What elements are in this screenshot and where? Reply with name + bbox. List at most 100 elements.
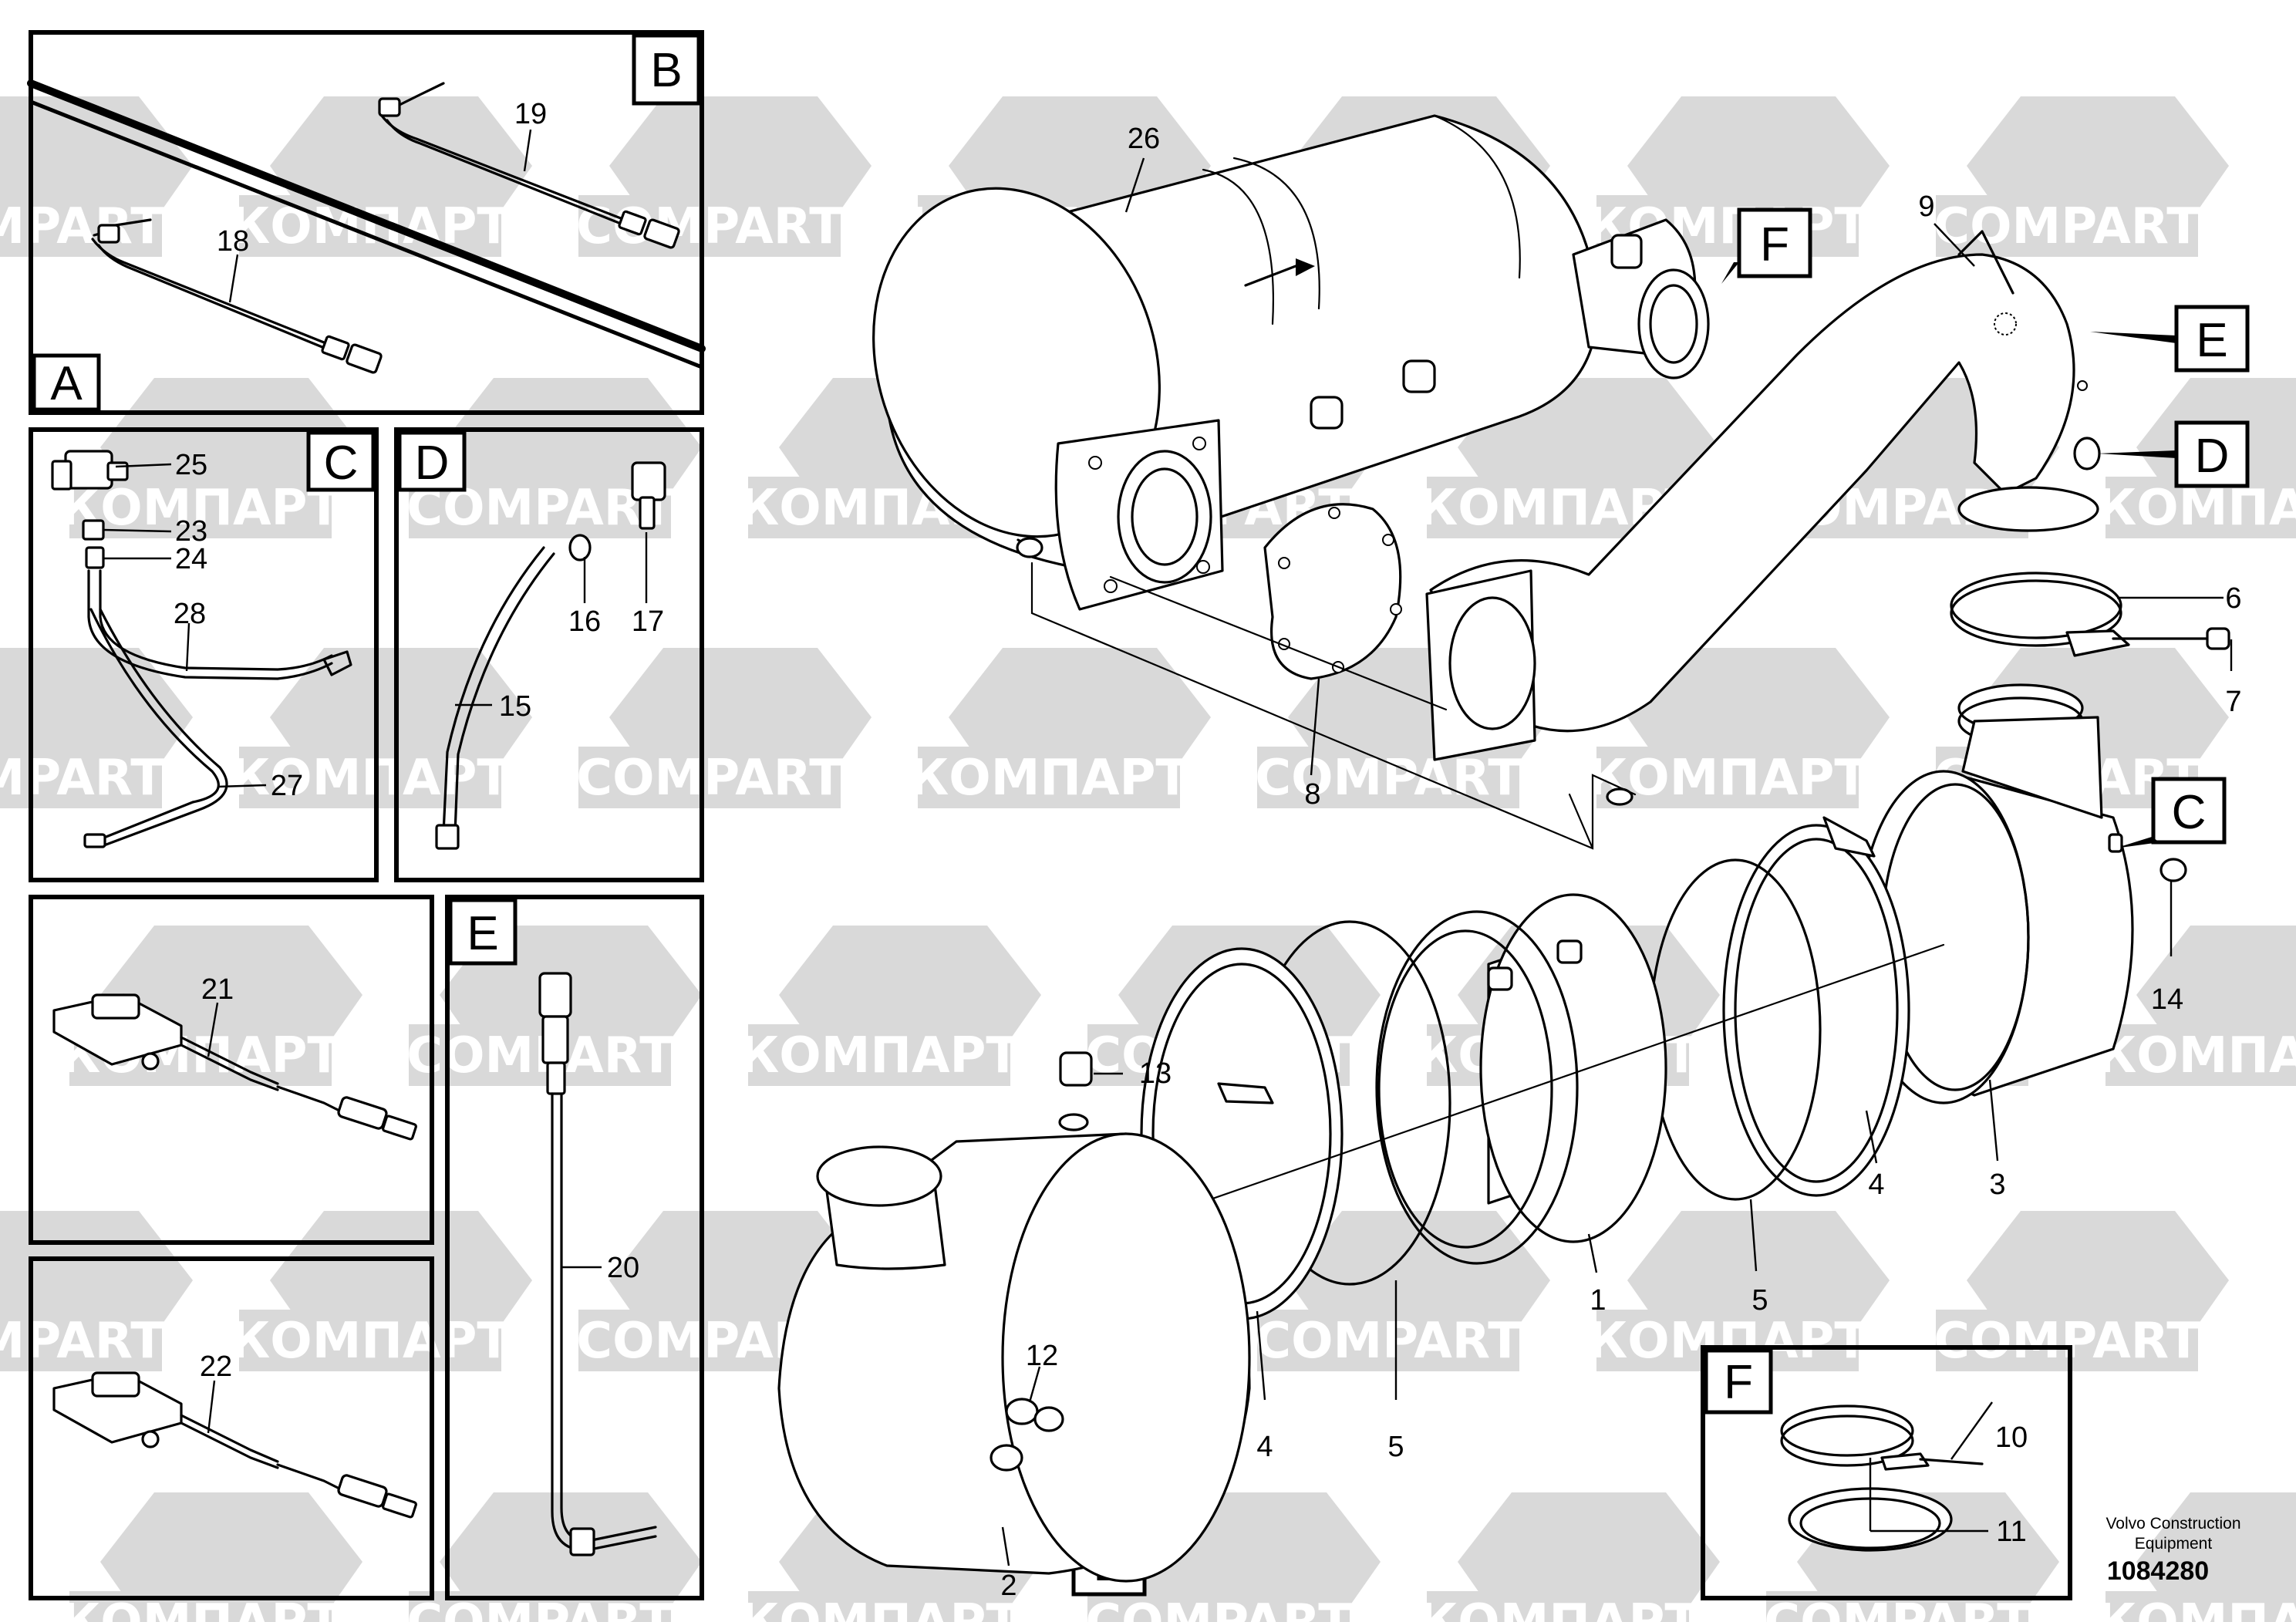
watermark-text: КОМПАРТ bbox=[2096, 1594, 2296, 1622]
watermark-tile: COMPART bbox=[576, 96, 872, 257]
callout-6: 6 bbox=[2225, 582, 2241, 615]
detail-label-B: B bbox=[650, 44, 682, 97]
footer-company-line1: Volvo Construction bbox=[2106, 1515, 2240, 1533]
callout-19: 19 bbox=[514, 98, 547, 130]
watermark-text: КОМПАРТ bbox=[1418, 1594, 1698, 1622]
callout-2: 2 bbox=[1000, 1570, 1017, 1602]
watermark-tile: КОМПАРТ bbox=[60, 1492, 362, 1622]
callout-14: 14 bbox=[2151, 983, 2183, 1016]
callout-22: 22 bbox=[200, 1351, 232, 1383]
detail-label-F: F bbox=[1724, 1356, 1753, 1409]
callout-27: 27 bbox=[271, 770, 303, 802]
watermark-text: COMPART bbox=[1934, 198, 2200, 255]
watermark-tile: КОМПАРТ bbox=[909, 648, 1211, 808]
label-box-E-panel: E bbox=[448, 898, 518, 966]
watermark-tile: COMPART bbox=[0, 648, 193, 808]
document-footer: Volvo Construction Equipment 1084280 bbox=[2106, 1515, 2240, 1586]
aftertreatment-canister-drawing bbox=[1059, 716, 2187, 1320]
callout-21: 21 bbox=[201, 973, 234, 1006]
callout-numbers: 18 19 25 23 24 28 27 15 16 17 21 22 20 2… bbox=[174, 98, 2242, 1602]
label-box-F-panel: F bbox=[1704, 1348, 1773, 1415]
watermark-text: COMPART bbox=[1085, 1594, 1352, 1622]
watermark-text: КОМПАРТ bbox=[909, 750, 1189, 807]
watermark-text: КОМПАРТ bbox=[230, 1313, 511, 1370]
document-number: 1084280 bbox=[2107, 1556, 2209, 1586]
detail-panels bbox=[27, 30, 2072, 1600]
detail-label-E: E bbox=[467, 907, 498, 960]
detail-label-C: C bbox=[324, 437, 359, 490]
watermark-text: КОМПАРТ bbox=[2096, 480, 2296, 537]
watermark-text: КОМПАРТ bbox=[230, 750, 511, 807]
callout-23: 23 bbox=[175, 515, 207, 548]
silencer-26-drawing bbox=[872, 114, 1710, 611]
svg-text:E: E bbox=[2196, 314, 2227, 367]
label-box-C-panel: C bbox=[306, 430, 376, 492]
callout-1: 1 bbox=[1590, 1284, 1606, 1317]
muffler-2-drawing bbox=[777, 1113, 1251, 1583]
watermark-tile: COMPART bbox=[1934, 96, 2229, 257]
watermark-text: КОМПАРТ bbox=[2096, 1027, 2296, 1084]
callout-11: 11 bbox=[1996, 1516, 2026, 1548]
label-box-A-panel: A bbox=[32, 353, 101, 412]
callout-10: 10 bbox=[1995, 1421, 2028, 1454]
label-box-D-panel: D bbox=[397, 430, 467, 492]
label-box-B-panel: B bbox=[632, 33, 701, 106]
watermark-tile: COMPART bbox=[1934, 1211, 2229, 1371]
callout-12: 12 bbox=[1026, 1340, 1058, 1372]
pointer-box-E: E bbox=[2090, 305, 2250, 373]
callout-13: 13 bbox=[1139, 1057, 1172, 1090]
pointer-box-D: D bbox=[2098, 420, 2250, 488]
callout-5-left: 5 bbox=[1387, 1431, 1404, 1463]
pressure-sensor-assembly-d bbox=[435, 461, 666, 850]
detail-label-D: D bbox=[415, 437, 450, 490]
watermark-tile: КОМПАРТ bbox=[1418, 1492, 1720, 1622]
watermark-tile: COMPART bbox=[0, 96, 193, 257]
callout-4-right: 4 bbox=[1868, 1168, 1884, 1201]
callout-8: 8 bbox=[1304, 778, 1320, 811]
callout-9: 9 bbox=[1918, 191, 1934, 223]
callout-16: 16 bbox=[568, 605, 601, 638]
watermark-tile: КОМПАРТ bbox=[739, 926, 1041, 1086]
callout-3: 3 bbox=[1989, 1168, 2005, 1201]
watermark-tile: КОМПАРТ bbox=[1587, 648, 1890, 808]
temperature-sensor-20-drawing bbox=[538, 972, 657, 1556]
watermark-tile: КОМПАРТ bbox=[1587, 1211, 1890, 1371]
watermark-text: COMPART bbox=[0, 198, 164, 255]
pointer-box-C-upper: C bbox=[2115, 777, 2227, 848]
svg-text:D: D bbox=[2195, 430, 2230, 483]
callout-15: 15 bbox=[499, 690, 531, 723]
watermark-text: КОМПАРТ bbox=[230, 198, 511, 255]
watermark-layer: COMPART КОМПАРТ COMPART КОМПАРТ COMPART КОМПА… bbox=[0, 96, 2296, 1622]
watermark-text: COMPART bbox=[1934, 1313, 2200, 1370]
callout-17: 17 bbox=[632, 605, 664, 638]
watermark-text: КОМПАРТ bbox=[1587, 750, 1868, 807]
watermark-text: COMPART bbox=[0, 1313, 164, 1370]
pipe-9-drawing bbox=[1425, 230, 2101, 761]
watermark-text: COMPART bbox=[406, 1027, 673, 1084]
callout-24: 24 bbox=[175, 543, 207, 575]
svg-text:C: C bbox=[2172, 786, 2207, 839]
pressure-sensor-assembly-c bbox=[51, 450, 352, 848]
footer-company-line2: Equipment bbox=[2135, 1535, 2213, 1553]
callout-5-right: 5 bbox=[1752, 1284, 1768, 1317]
callout-4-left: 4 bbox=[1256, 1431, 1273, 1463]
watermark-tile: КОМПАРТ bbox=[2096, 1492, 2296, 1622]
watermark-text: КОМПАРТ bbox=[739, 1027, 1020, 1084]
callout-7: 7 bbox=[2225, 686, 2241, 718]
nox-sensor-22-drawing bbox=[52, 1371, 417, 1519]
sensor-18-drawing bbox=[91, 218, 383, 374]
watermark-tile: КОМПАРТ bbox=[230, 1211, 532, 1371]
watermark-tile: COMPART bbox=[576, 648, 872, 808]
callout-20: 20 bbox=[607, 1252, 639, 1284]
watermark-text: COMPART bbox=[576, 198, 843, 255]
detail-label-A: A bbox=[50, 357, 83, 410]
watermark-tile: КОМПАРТ bbox=[2096, 926, 2296, 1086]
leader-lines bbox=[103, 129, 2233, 1566]
callout-28: 28 bbox=[174, 598, 206, 630]
watermark-text: COMPART bbox=[576, 750, 843, 807]
pointer-box-F: F bbox=[1721, 207, 1812, 284]
callout-25: 25 bbox=[175, 449, 207, 481]
watermark-text: COMPART bbox=[1255, 1313, 1522, 1370]
watermark-text: COMPART bbox=[1255, 750, 1522, 807]
